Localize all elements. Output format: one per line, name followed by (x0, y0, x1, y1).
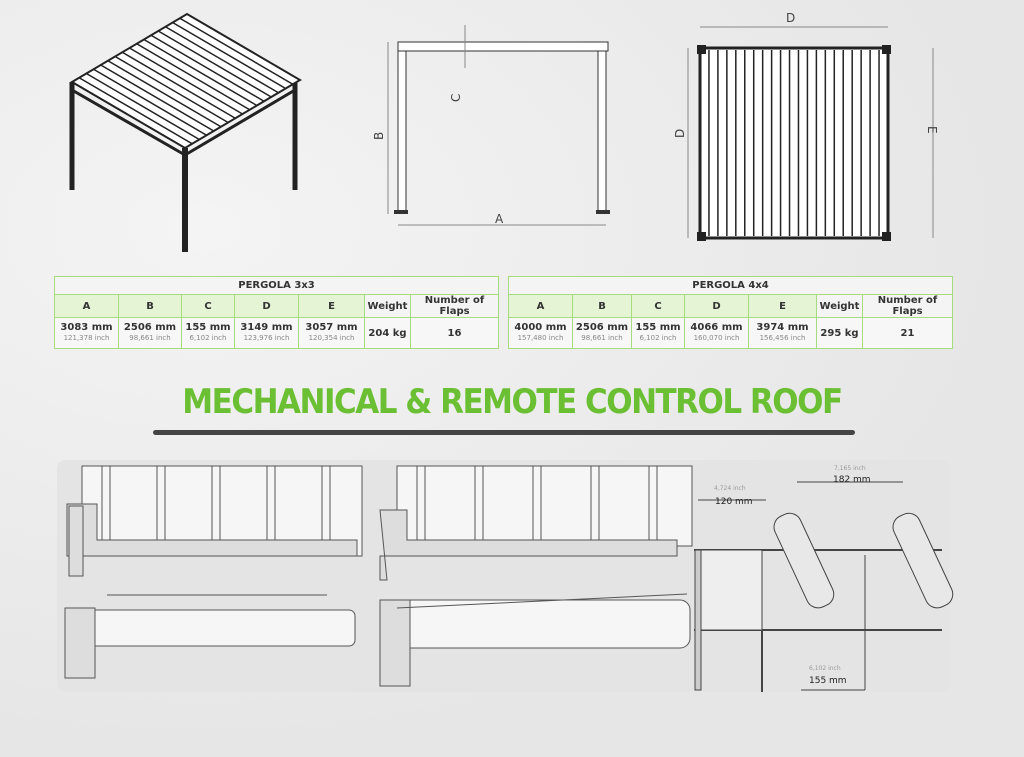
label-d-side: D (673, 129, 687, 138)
slat-line (129, 47, 243, 115)
dim-155-inch: 6,102 inch (809, 665, 841, 672)
label-d-top: D (786, 11, 795, 25)
col-d: D (234, 294, 299, 318)
dim-182-inch: 7,165 inch (834, 465, 866, 472)
col-flaps: Number of Flaps (862, 294, 953, 318)
col-weight: Weight (364, 294, 411, 318)
slat-line (107, 60, 222, 128)
section-title: MECHANICAL & REMOTE CONTROL ROOF (182, 382, 843, 422)
value-flaps: 21 (862, 317, 953, 349)
dim-155-mm: 155 mm (809, 676, 847, 686)
slat-line (121, 51, 236, 119)
value-weight: 295 kg (816, 317, 863, 349)
col-flaps: Number of Flaps (410, 294, 499, 318)
slat-line (136, 43, 251, 111)
col-c: C (631, 294, 685, 318)
slat-line (172, 21, 287, 90)
col-a: A (508, 294, 573, 318)
col-e: E (298, 294, 365, 318)
pergola-4x4-table: PERGOLA 4x4 A B C D E Weight Number of F… (508, 276, 953, 349)
value-weight: 204 kg (364, 317, 411, 349)
corner-mechanism-drawing: 4,724 inch 120 mm 7,165 inch 182 mm 6,10… (64, 465, 954, 692)
slat-line (143, 38, 258, 107)
slat-line (100, 64, 215, 132)
pergola-3d-drawing (69, 12, 302, 252)
pergola-3x3-table: PERGOLA 3x3 A B C D E Weight Number of F… (54, 276, 499, 349)
label-c: C (449, 94, 463, 102)
dim-120-mm: 120 mm (715, 497, 753, 507)
col-b: B (572, 294, 632, 318)
table-title: PERGOLA 3x3 (54, 276, 499, 295)
title-divider (153, 430, 855, 435)
dim-120-inch: 4,724 inch (714, 485, 746, 492)
col-d: D (684, 294, 749, 318)
col-b: B (118, 294, 182, 318)
slat-line (78, 77, 193, 145)
slat-line (114, 55, 229, 124)
pergola-side-view-drawing: B C A (372, 25, 610, 226)
col-a: A (54, 294, 119, 318)
slat-line (85, 72, 200, 141)
col-e: E (748, 294, 817, 318)
slat-line (165, 26, 279, 94)
col-weight: Weight (816, 294, 863, 318)
pergola-top-view-drawing: D D E (673, 11, 939, 241)
label-e: E (925, 126, 939, 134)
slat-line (150, 34, 265, 102)
label-b: B (372, 132, 386, 140)
col-c: C (181, 294, 235, 318)
slat-line (179, 17, 294, 85)
label-a: A (495, 212, 504, 226)
slat-line (93, 68, 207, 136)
slat-line (157, 30, 272, 98)
table-title: PERGOLA 4x4 (508, 276, 953, 295)
value-flaps: 16 (410, 317, 499, 349)
dim-182-mm: 182 mm (833, 475, 871, 485)
